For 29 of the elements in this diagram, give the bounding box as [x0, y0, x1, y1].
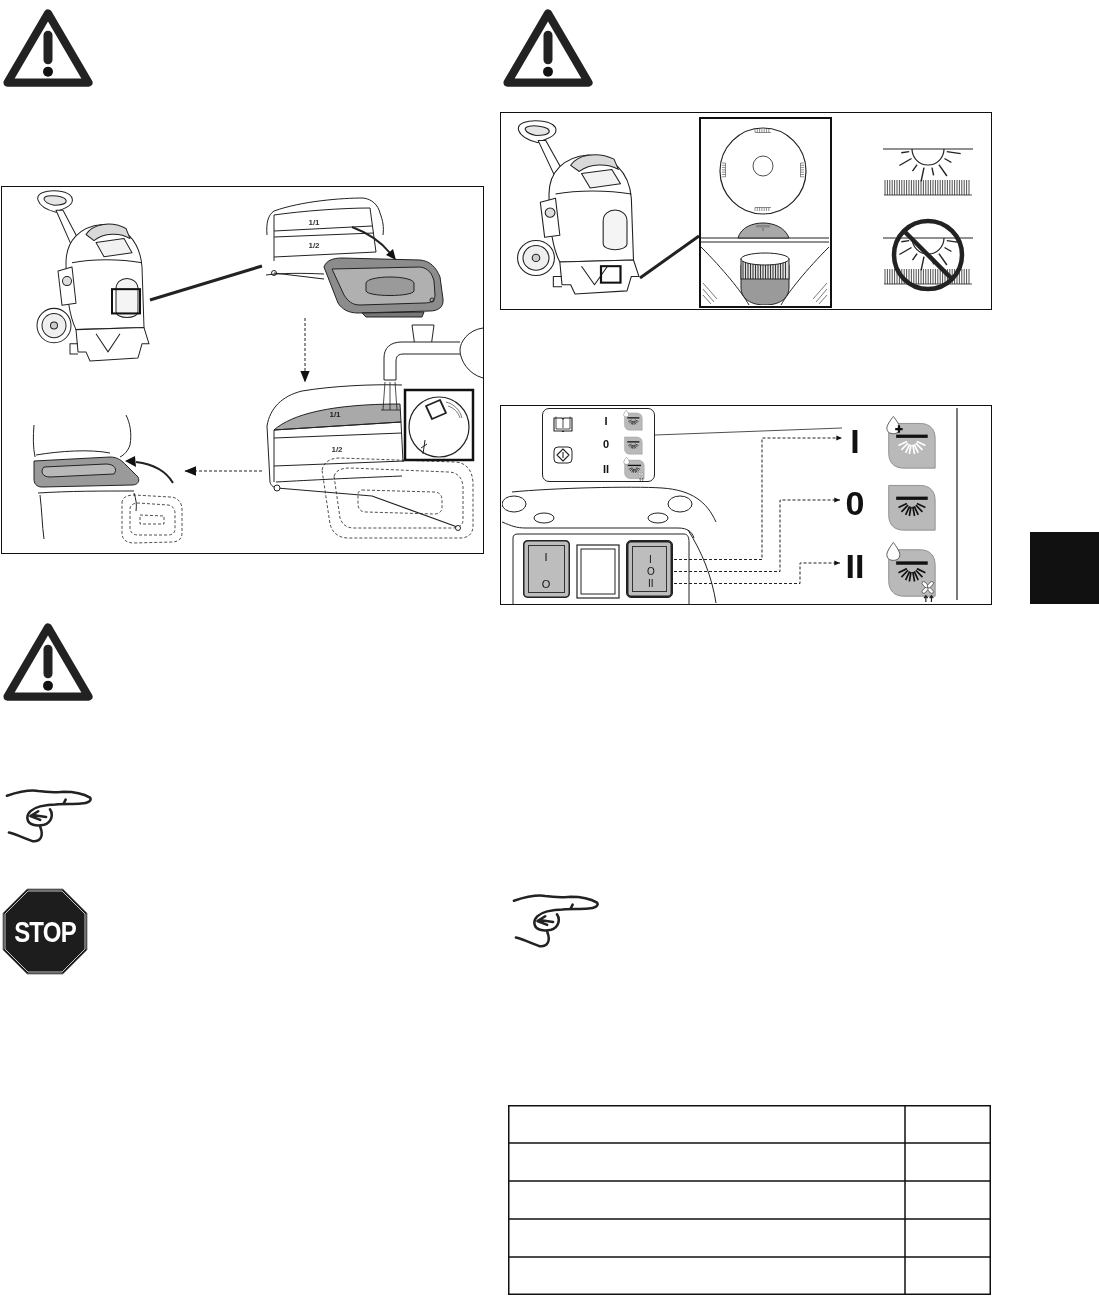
rocker-switch — [523, 540, 570, 598]
position-label: II — [601, 462, 611, 476]
tank-insert-drawing — [30, 415, 185, 545]
fill-level-label: 1/2 — [307, 241, 321, 251]
leader-line — [149, 264, 263, 302]
arrow — [673, 497, 841, 572]
arrow — [184, 466, 263, 476]
arrow — [673, 560, 841, 584]
switch-position-label: II — [840, 549, 870, 584]
leader-line — [639, 234, 700, 280]
leader-line — [654, 427, 843, 436]
fill-level-label: 1/2 — [330, 445, 344, 455]
arrow — [300, 317, 310, 383]
switch-mark: I — [644, 554, 674, 565]
rocker-switch — [626, 540, 673, 598]
switch-mark: O — [540, 578, 552, 590]
switch-mark: I — [543, 551, 549, 563]
switch-position-label: 0 — [840, 486, 870, 521]
switch-mark: II — [644, 578, 674, 589]
control-panel-label — [542, 408, 655, 482]
fill-level-label: 1/1 — [307, 218, 321, 228]
arrow — [673, 435, 843, 560]
knob-detail-inset — [699, 117, 832, 308]
switch-position-label: I — [842, 424, 868, 458]
stop-sign: STOP — [2, 888, 88, 975]
position-label: 0 — [601, 437, 611, 451]
switch-mark: O — [644, 566, 674, 577]
position-label: I — [603, 414, 609, 428]
fill-level-label: 1/1 — [328, 410, 342, 420]
